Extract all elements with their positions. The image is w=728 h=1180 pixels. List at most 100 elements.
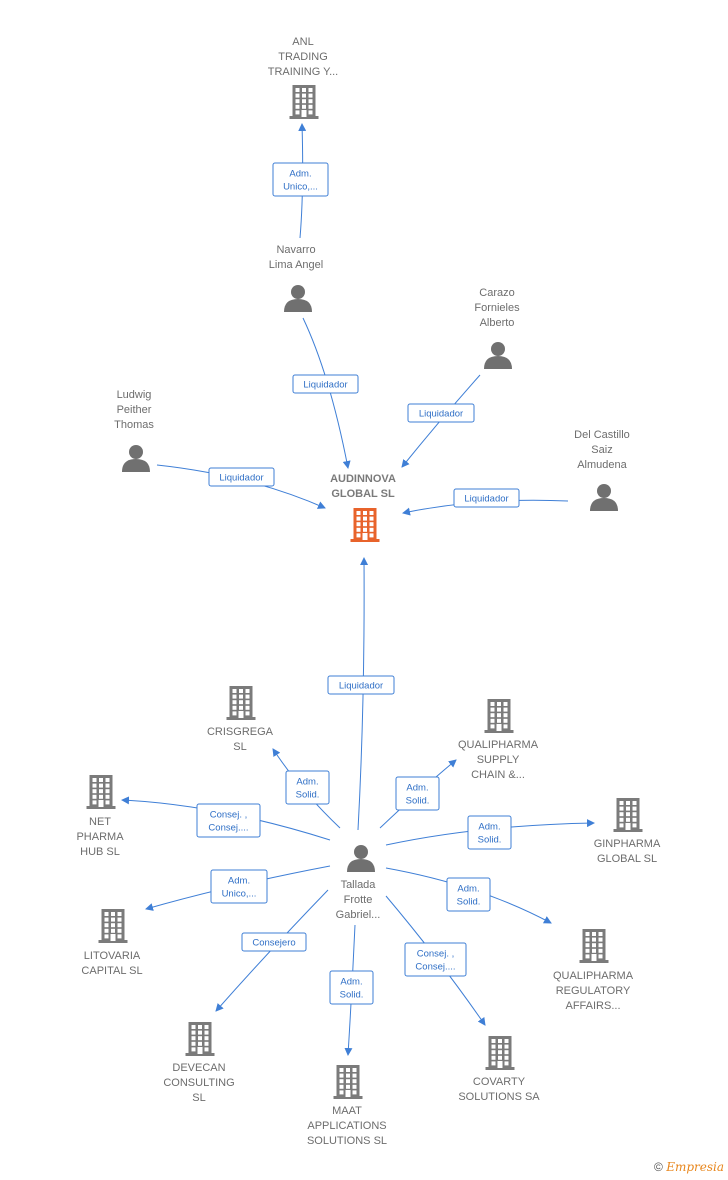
node-label: HUB SL [80, 846, 120, 858]
node-label: Del Castillo [574, 429, 630, 441]
role-label-text: Unico,... [222, 889, 257, 900]
building-icon [613, 798, 643, 832]
role-label-text: Liquidador [303, 380, 347, 391]
edge-tallada-qualipharma_reg: Adm. Solid. [385, 867, 552, 924]
node-label: Alberto [480, 317, 515, 329]
role-label-box[interactable] [196, 803, 261, 838]
edge-navarro-anl: Adm.Unico,... [272, 123, 329, 239]
role-label-text: Liquidador [339, 681, 383, 692]
role-label-text: Adm. [457, 884, 479, 895]
role-label-box[interactable] [210, 869, 268, 904]
node-qualipharma_reg[interactable]: QUALIPHARMAREGULATORYAFFAIRS... [553, 929, 634, 1012]
edge-navarro-audinnova: Liquidador [292, 317, 359, 469]
role-label-box[interactable] [272, 162, 329, 197]
node-label: GINPHARMA [594, 838, 661, 850]
node-label: Saiz [591, 444, 612, 456]
building-icon [98, 909, 128, 943]
node-label: Peither [117, 404, 152, 416]
person-icon [284, 285, 312, 312]
edge-tallada-ginpharma: Adm.Solid. [385, 815, 595, 850]
edge-tallada-net_pharma: Consej. , Consej.... [121, 796, 331, 841]
node-label: QUALIPHARMA [458, 739, 539, 751]
building-icon [86, 775, 116, 809]
role-label-text: Liquidador [464, 494, 508, 505]
node-label: Fornieles [474, 302, 520, 314]
role-label-text: Solid. [296, 790, 320, 801]
building-icon [289, 85, 319, 119]
role-label-box[interactable] [407, 403, 475, 423]
role-label-text: Liquidador [219, 473, 263, 484]
edge-delcastillo-audinnova: Liquidador [402, 488, 569, 516]
building-icon [579, 929, 609, 963]
role-label-box[interactable] [327, 675, 395, 695]
node-label: SOLUTIONS SA [458, 1091, 540, 1103]
role-label-text: Solid. [478, 835, 502, 846]
role-label-box[interactable] [467, 815, 512, 850]
role-label-text: Consejero [252, 938, 295, 949]
role-label-text: Solid. [340, 990, 364, 1001]
node-label: Tallada [341, 879, 377, 891]
node-label: APPLICATIONS [307, 1120, 386, 1132]
node-label: PHARMA [76, 831, 124, 843]
node-label: SUPPLY [477, 754, 520, 766]
node-label: Frotte [344, 894, 373, 906]
edge-tallada-crisgrega: Adm.Solid. [272, 748, 341, 829]
role-label-text: Solid. [457, 897, 481, 908]
role-label-box[interactable] [404, 942, 467, 977]
role-label-text: Consej. , [210, 810, 248, 821]
node-label: LITOVARIA [84, 950, 141, 962]
empresia-watermark: © Empresia [654, 1160, 724, 1174]
node-tallada[interactable]: TalladaFrotteGabriel... [336, 845, 381, 921]
edge-ludwig-audinnova: Liquidador [156, 464, 326, 509]
role-label-text: Adm. [228, 876, 250, 887]
edges-layer: Adm.Unico,...LiquidadorLiquidadorLiquida… [121, 123, 595, 1056]
role-label-box[interactable] [208, 467, 275, 487]
role-label-text: Consej.... [415, 962, 455, 973]
role-label-box[interactable] [292, 374, 359, 394]
node-label: CAPITAL SL [81, 965, 142, 977]
person-icon [484, 342, 512, 369]
building-icon [185, 1022, 215, 1056]
role-label-box[interactable] [446, 877, 491, 912]
node-label: COVARTY [473, 1076, 526, 1088]
building-icon [333, 1065, 363, 1099]
node-label: Ludwig [117, 389, 152, 401]
node-label: Almudena [577, 459, 627, 471]
node-label: SL [192, 1092, 205, 1104]
role-label-text: Liquidador [419, 409, 463, 420]
role-label-text: Consej. , [417, 949, 455, 960]
building-icon [350, 508, 380, 542]
node-label: GLOBAL SL [331, 488, 395, 500]
role-label-box[interactable] [329, 970, 374, 1005]
node-label: Gabriel... [336, 909, 381, 921]
node-covarty[interactable]: COVARTY SOLUTIONS SA [458, 1036, 540, 1103]
person-icon [347, 845, 375, 872]
role-label-box[interactable] [395, 776, 440, 811]
node-label: Carazo [479, 287, 514, 299]
role-label-box[interactable] [453, 488, 520, 508]
building-icon [226, 686, 256, 720]
node-label: Lima Angel [269, 259, 323, 271]
role-label-text: Consej.... [208, 823, 248, 834]
role-label-box[interactable] [285, 770, 330, 805]
edge-tallada-qualipharma_supply: Adm.Solid. [379, 759, 457, 829]
node-litovaria[interactable]: LITOVARIA CAPITAL SL [81, 909, 143, 977]
role-label-box[interactable] [241, 932, 307, 952]
edge-tallada-covarty: Consej. , Consej.... [385, 895, 486, 1026]
building-icon [484, 699, 514, 733]
role-label-text: Adm. [289, 169, 311, 180]
building-icon [485, 1036, 515, 1070]
